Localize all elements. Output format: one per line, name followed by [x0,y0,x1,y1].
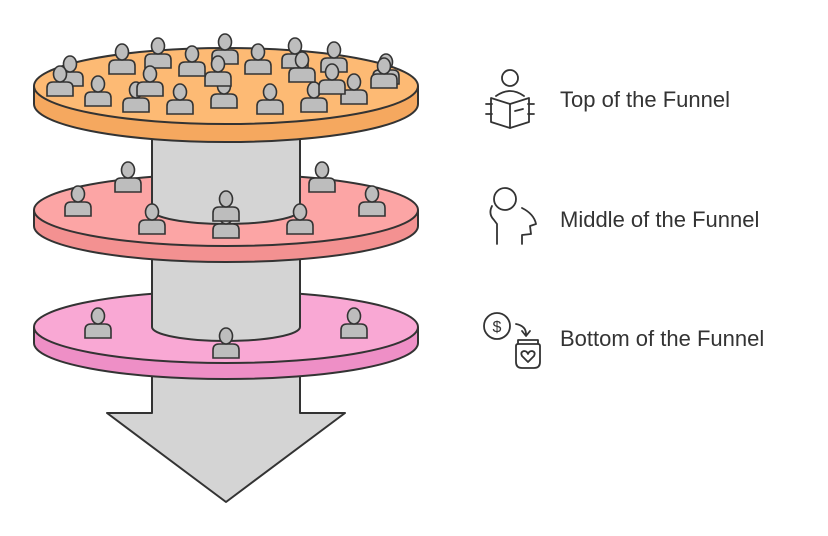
person-icon [114,161,142,193]
person-icon [108,43,136,75]
person-icon [358,185,386,217]
person-icon [64,185,92,217]
person-icon [144,37,172,69]
thinking-head-icon [489,187,537,245]
person-icon [84,307,112,339]
person-icon [370,57,398,89]
person-icon [256,83,284,115]
top-of-funnel-label: Top of the Funnel [560,87,731,112]
person-icon [300,81,328,113]
person-icon [136,65,164,97]
person-icon [211,33,239,65]
person-icon [178,45,206,77]
person-icon [166,83,194,115]
person-icon [308,161,336,193]
downward-arrow [106,374,346,503]
person-icon [318,63,346,95]
dollar-to-heart-jar-icon: $ [483,312,541,369]
svg-text:$: $ [493,319,502,336]
person-icon [84,75,112,107]
person-icon [288,51,316,83]
reading-person-icon [485,69,535,129]
person-icon [138,203,166,235]
person-icon [212,327,240,359]
bottom-of-funnel-label: Bottom of the Funnel [560,326,765,351]
person-icon [46,65,74,97]
person-icon [286,203,314,235]
person-icon [340,307,368,339]
people-layer [46,33,400,359]
person-icon [244,43,272,75]
person-icon [204,55,232,87]
person-icon [340,73,368,105]
person-icon [212,190,240,222]
middle-of-funnel-label: Middle of the Funnel [560,207,760,232]
